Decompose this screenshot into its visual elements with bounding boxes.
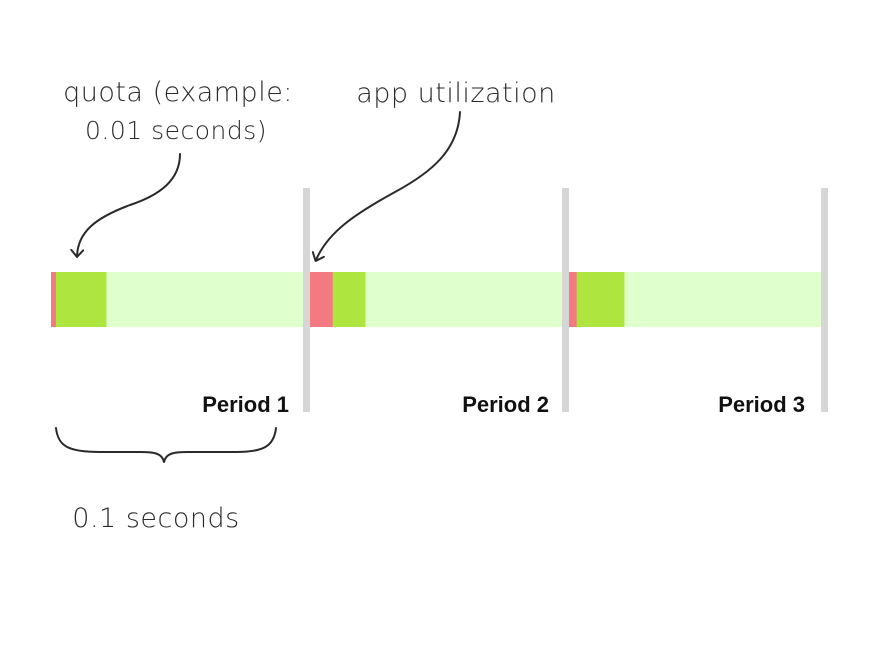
period-dividers — [303, 188, 828, 412]
quota-arrow — [70, 153, 181, 258]
period-3-label: Period 3 — [718, 392, 805, 417]
period-3-bar — [569, 272, 821, 327]
app-utilization-annotation: app utilization — [356, 78, 556, 109]
period-1-utilization — [51, 272, 56, 327]
period-2-label: Period 2 — [462, 392, 549, 417]
quota-annotation-line-2: 0.01 seconds) — [85, 116, 267, 145]
period-2-divider — [562, 188, 569, 412]
period-bars — [51, 272, 821, 327]
app-utilization-arrow — [311, 111, 461, 262]
period-1-label: Period 1 — [202, 392, 289, 417]
period-1-bar — [51, 272, 303, 327]
period-3-quota — [569, 272, 625, 327]
period-2-bar — [310, 272, 562, 327]
period-2-utilization — [310, 272, 333, 327]
quota-annotation-line-1: quota (example: — [63, 77, 293, 108]
period-length-annotation: 0.1 seconds — [72, 503, 239, 534]
period-length-brace — [55, 427, 277, 463]
period-3-divider — [821, 188, 828, 412]
period-3-utilization — [569, 272, 577, 327]
period-1-divider — [303, 188, 310, 412]
period-1-quota — [51, 272, 107, 327]
